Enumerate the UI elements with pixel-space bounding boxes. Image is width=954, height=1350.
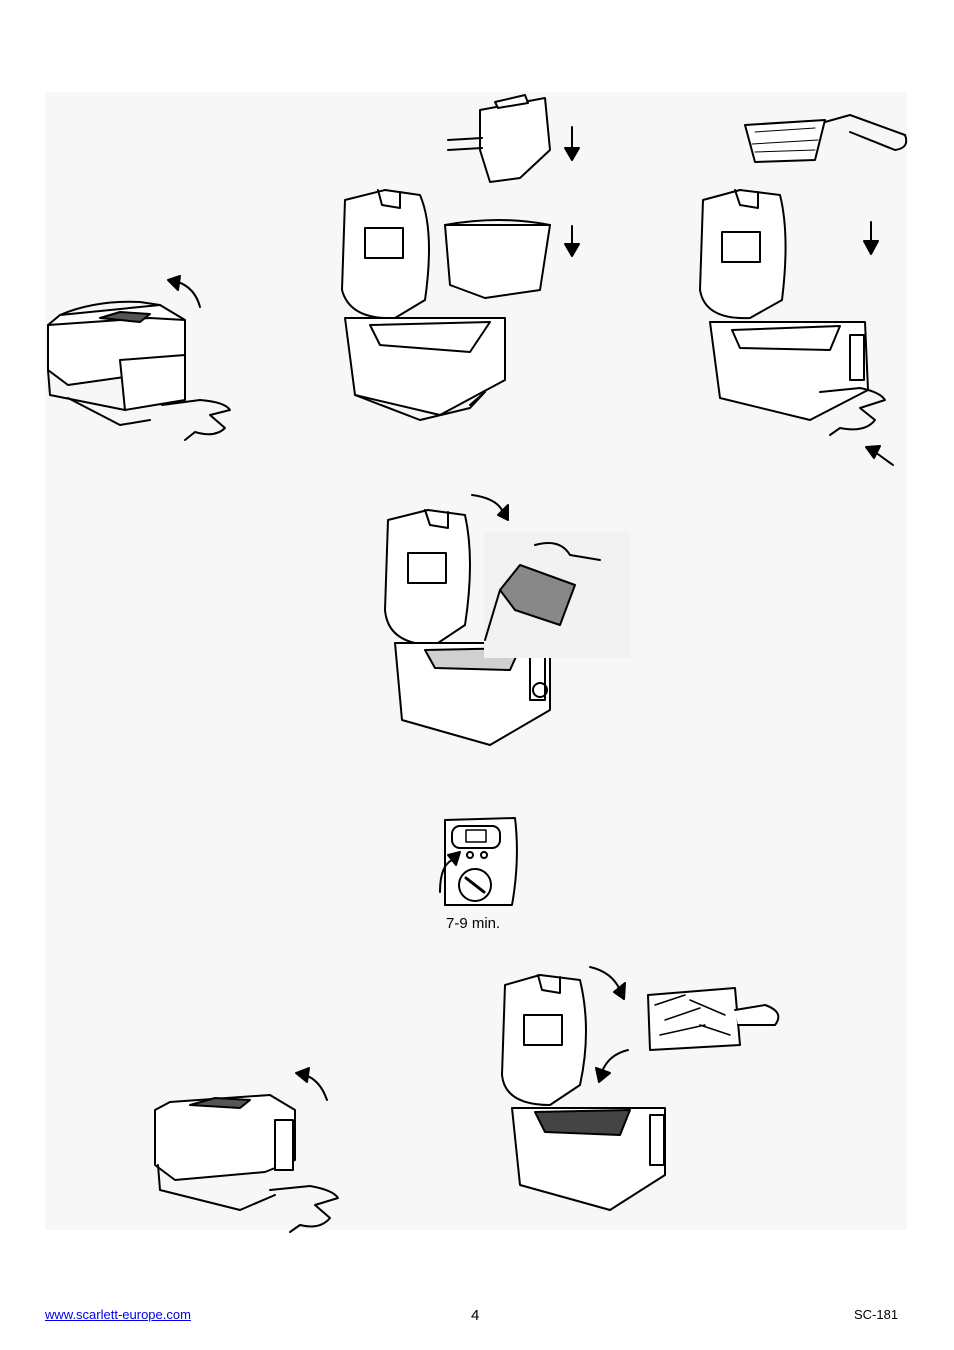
basket-icon [445,220,550,298]
page-number: 4 [471,1307,479,1324]
oil-jug-icon [484,532,630,658]
arrow-icon [590,967,628,1082]
arrow-icon [864,222,893,465]
arrow-icon [472,495,508,520]
cook-time-caption: 7-9 min. [446,915,500,932]
hand-icon [270,1186,338,1232]
basket-icon [745,115,906,162]
website-link[interactable]: www.scarlett-europe.com [45,1307,191,1322]
fryer-closed-icon [155,1095,295,1210]
fryer-open-icon [700,190,868,420]
fries-board-icon [648,988,778,1050]
lid-insert-icon [448,95,550,182]
hand-icon [162,400,230,440]
arrow-icon [168,276,200,307]
arrow-icon [565,127,579,256]
fryer-open-icon [502,975,665,1210]
model-number: SC-181 [854,1307,898,1322]
fryer-closed-icon [48,302,185,425]
arrow-icon [296,1068,327,1100]
